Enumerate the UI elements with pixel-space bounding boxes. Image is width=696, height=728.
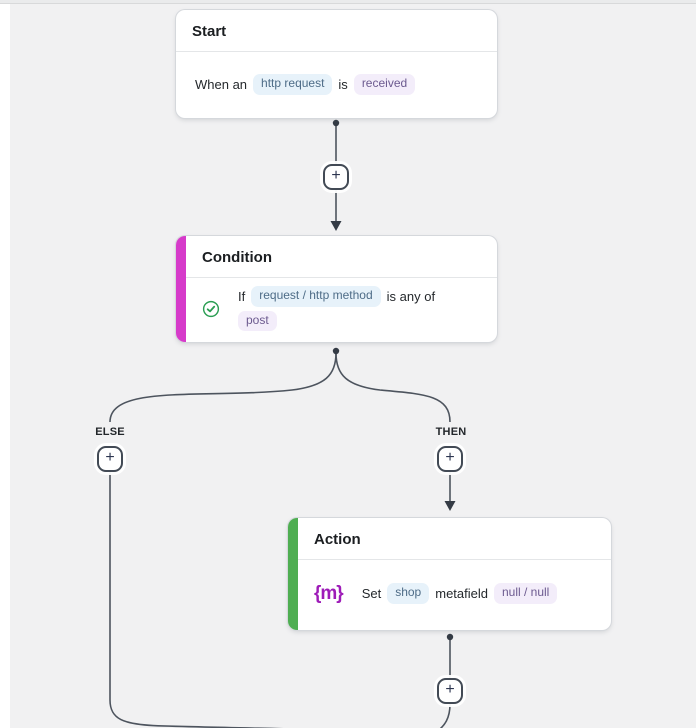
connector-branch-else — [109, 352, 337, 423]
start-card-title: Start — [176, 10, 497, 52]
add-step-button[interactable]: + — [323, 164, 349, 190]
then-branch-label: THEN — [435, 426, 467, 438]
start-text-prefix: When an — [195, 77, 248, 92]
condition-text-operator: is any of — [386, 288, 436, 304]
connector-dot — [332, 119, 340, 127]
check-circle-icon — [202, 300, 220, 317]
arrowhead-down-icon — [444, 501, 456, 511]
condition-accent-stripe — [176, 236, 186, 342]
canvas-top-edge — [0, 0, 696, 4]
action-text-noun: metafield — [435, 586, 488, 601]
else-branch-label: ELSE — [95, 426, 125, 438]
connector-dot — [332, 347, 340, 355]
action-accent-stripe — [288, 518, 298, 630]
action-card-title: Action — [288, 518, 611, 560]
arrowhead-down-icon — [330, 221, 342, 231]
condition-value-pill: post — [238, 310, 277, 331]
condition-node-card[interactable]: Condition If request / http method is an… — [176, 236, 497, 342]
action-text-verb: Set — [361, 586, 382, 601]
add-step-then-button[interactable]: + — [437, 446, 463, 472]
action-node-card[interactable]: Action {m} Set shop metafield null / nul… — [288, 518, 611, 630]
condition-text-prefix: If — [238, 288, 246, 304]
action-value-pill: null / null — [493, 583, 558, 604]
action-owner-pill: shop — [387, 583, 430, 604]
connector-branch-then — [335, 352, 451, 423]
start-node-card[interactable]: Start When an http request is received — [176, 10, 497, 118]
connector-dot — [446, 633, 454, 641]
condition-card-summary: If request / http method is any of post — [235, 286, 481, 331]
trigger-pill: http request — [253, 74, 333, 95]
metafield-icon: {m} — [314, 582, 344, 604]
condition-card-title: Condition — [176, 236, 497, 278]
start-text-middle: is — [338, 77, 348, 92]
add-step-after-action-button[interactable]: + — [437, 678, 463, 704]
condition-field-pill: request / http method — [251, 286, 381, 307]
canvas-left-edge — [0, 0, 10, 728]
connector-bottom-curve — [439, 703, 451, 728]
connector-else-down — [109, 472, 284, 728]
start-card-summary: When an http request is received — [192, 74, 418, 95]
add-step-else-button[interactable]: + — [97, 446, 123, 472]
action-card-summary: Set shop metafield null / null — [359, 583, 561, 604]
event-pill: received — [353, 74, 416, 95]
